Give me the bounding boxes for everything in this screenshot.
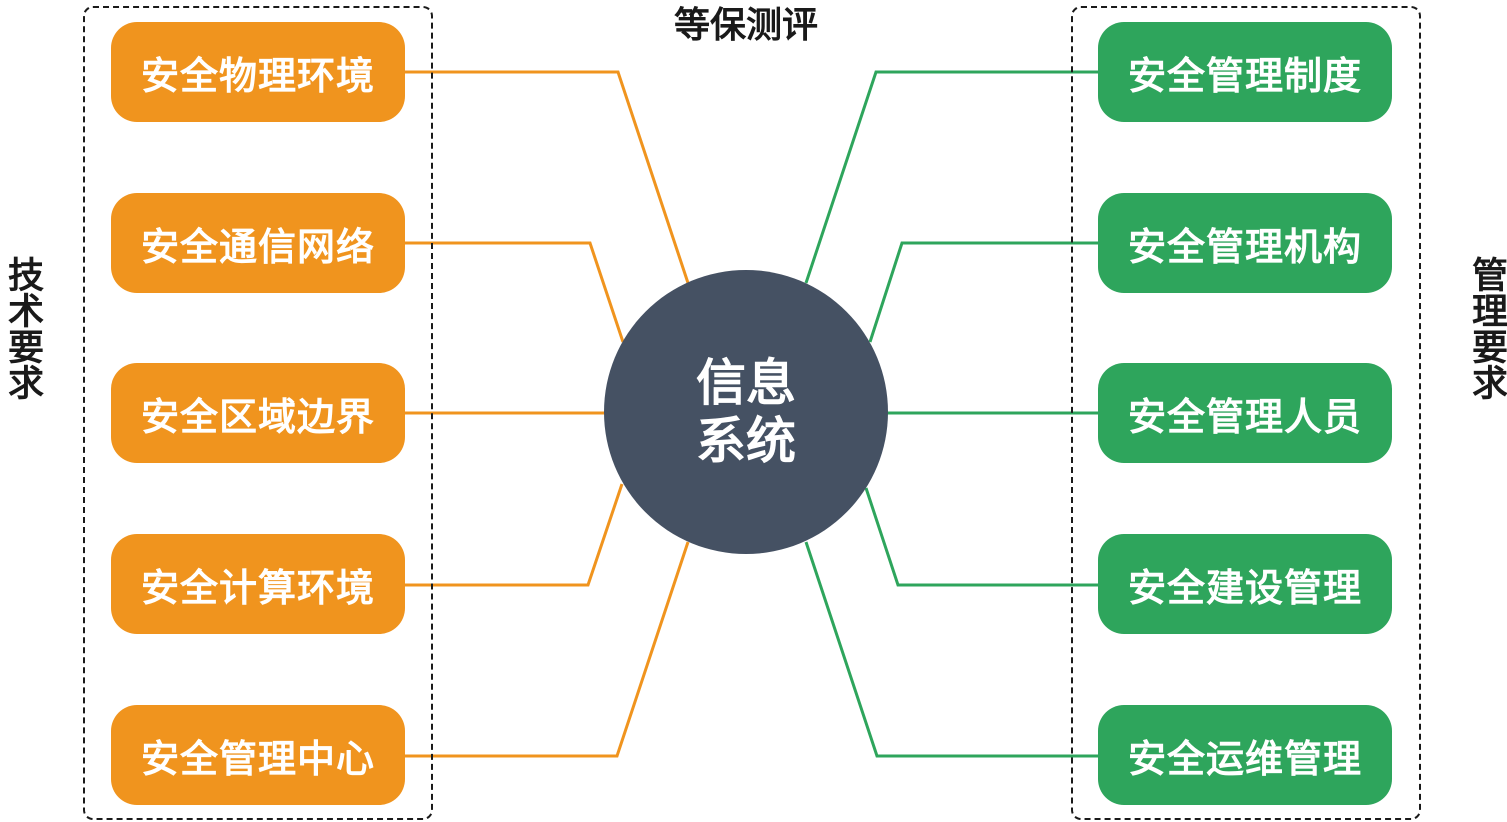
- node-physical-environment: 安全物理环境: [111, 22, 405, 122]
- management-requirements-label: 管理要求: [1466, 256, 1507, 400]
- node-management-center: 安全管理中心: [111, 705, 405, 805]
- node-management-organization: 安全管理机构: [1098, 193, 1392, 293]
- node-computing-environment: 安全计算环境: [111, 534, 405, 634]
- node-construction-management: 安全建设管理: [1098, 534, 1392, 634]
- node-management-system: 安全管理制度: [1098, 22, 1392, 122]
- connector-left-4: [405, 483, 624, 587]
- center-label-line1: 信息: [696, 354, 796, 412]
- connector-left-2: [405, 241, 625, 343]
- connector-left-1: [405, 70, 690, 284]
- connector-right-1: [804, 70, 1098, 284]
- connector-right-4: [864, 487, 1098, 587]
- connector-left-5: [405, 541, 690, 758]
- connector-right-5: [804, 541, 1098, 758]
- center-information-system: 信息 系统: [604, 270, 888, 554]
- technical-requirements-frame: [83, 6, 433, 820]
- diagram-title: 等保测评: [673, 5, 818, 46]
- management-requirements-frame: [1071, 6, 1421, 820]
- technical-requirements-label: 技术要求: [2, 256, 43, 400]
- connector-right-2: [868, 241, 1098, 343]
- node-area-boundary: 安全区域边界: [111, 363, 405, 463]
- node-communication-network: 安全通信网络: [111, 193, 405, 293]
- node-operations-management: 安全运维管理: [1098, 705, 1392, 805]
- center-label-line2: 系统: [696, 412, 796, 470]
- node-management-personnel: 安全管理人员: [1098, 363, 1392, 463]
